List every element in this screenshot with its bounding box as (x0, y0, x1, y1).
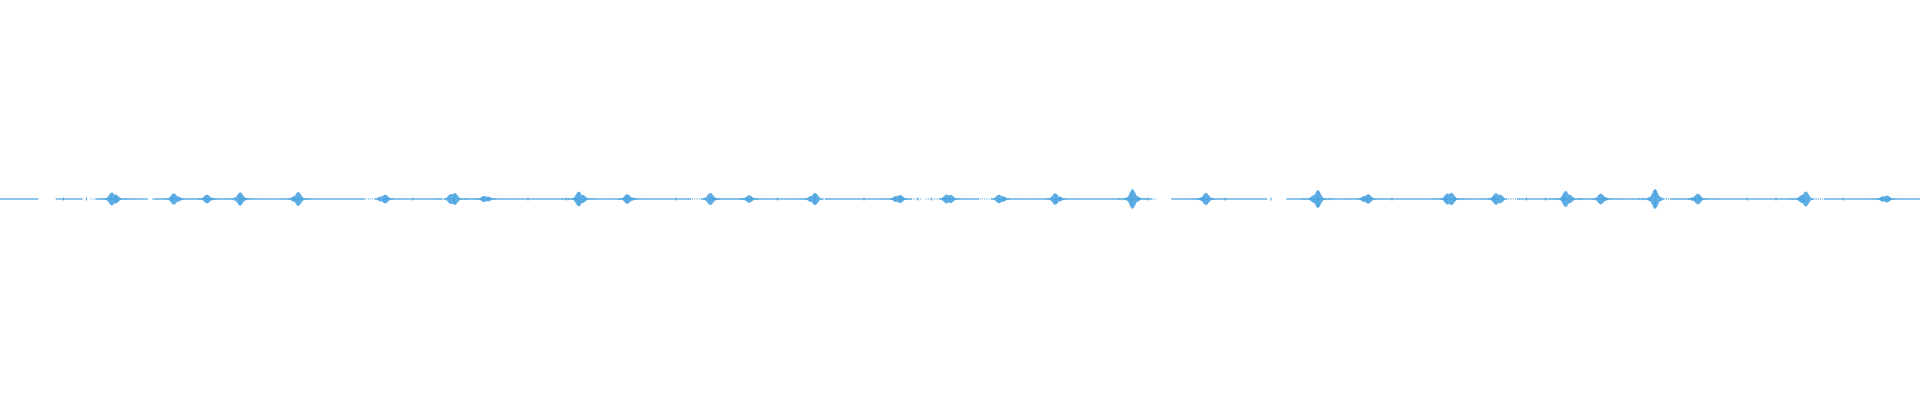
waveform-burst (791, 192, 837, 206)
waveform-small-ticks (62, 197, 1844, 201)
waveform-burst (1033, 193, 1079, 205)
waveform-burst (274, 192, 321, 206)
waveform-burst (152, 193, 198, 205)
waveform-burst (90, 192, 136, 206)
waveform-burst (361, 194, 407, 204)
waveform-burst (1674, 193, 1720, 205)
waveform-burst (1862, 195, 1909, 203)
waveform-burst (687, 192, 733, 206)
waveform-burst (1110, 189, 1156, 209)
waveform-burst (1632, 189, 1678, 209)
waveform-burst (605, 194, 651, 204)
waveform-burst (1294, 190, 1340, 208)
waveform-bursts (90, 189, 1909, 209)
waveform-burst (463, 195, 509, 203)
waveform-burst (1544, 190, 1590, 208)
waveform-burst (184, 194, 230, 204)
waveform-burst (875, 194, 922, 204)
waveform-burst (977, 194, 1023, 204)
waveform-burst (1475, 193, 1521, 205)
waveform-burst (1344, 194, 1390, 204)
waveform-burst (557, 191, 603, 207)
waveform-burst (430, 193, 476, 205)
waveform-burst (217, 192, 263, 206)
waveform-burst (1427, 192, 1473, 206)
waveform-burst (1578, 193, 1624, 205)
waveform-burst (726, 195, 772, 203)
waveform-burst (1183, 193, 1229, 205)
waveform-burst (925, 194, 972, 204)
waveform-burst (1782, 191, 1828, 207)
